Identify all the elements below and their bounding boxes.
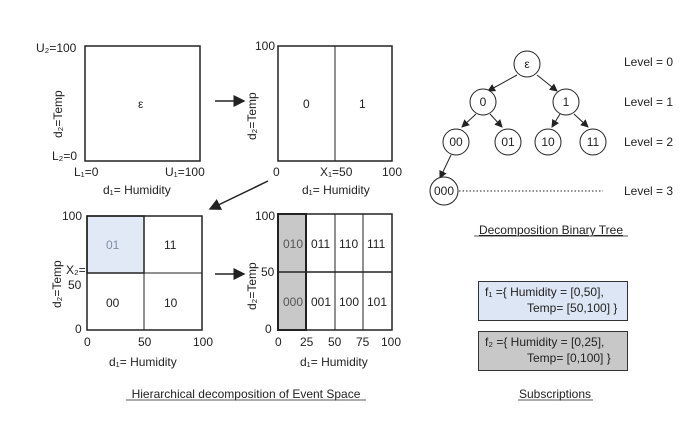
cell-11: 11 <box>164 238 177 252</box>
left-caption: Hierarchical decomposition of Event Spac… <box>132 387 361 401</box>
x-axis-label: d₁= Humidity <box>300 355 368 369</box>
x2-label: X₂= <box>66 263 86 277</box>
cell-0: 0 <box>303 97 310 111</box>
y-tick-50: 50 <box>68 278 82 292</box>
space-square <box>84 45 201 162</box>
cell-01-border <box>86 215 145 274</box>
tree-node-01 <box>494 128 522 156</box>
tree-node-0-label: 0 <box>480 95 487 109</box>
x-tick-100: 100 <box>382 165 402 179</box>
x-tick-50: 50 <box>328 335 342 349</box>
level-1-label: Level = 1 <box>624 95 673 109</box>
tree-node-11 <box>579 128 607 156</box>
tree-node-root <box>513 50 541 78</box>
x-tick-0: 0 <box>275 335 282 349</box>
f2-line2: Temp= [0,100] } <box>527 351 611 365</box>
tree-node-01-label: 01 <box>501 135 515 149</box>
l2-label: L₂=0 <box>52 149 77 163</box>
y-tick-0: 0 <box>265 322 272 336</box>
tree-caption: Decomposition Binary Tree <box>479 223 623 237</box>
tree-node-1-label: 1 <box>563 95 570 109</box>
x-tick-0: 0 <box>273 165 280 179</box>
tree-node-10-label: 10 <box>541 135 555 149</box>
tree-node-root-label: ε <box>524 57 530 71</box>
level-2-label: Level = 2 <box>624 135 673 149</box>
cell-00: 00 <box>106 296 120 310</box>
x-axis-label: d₁= Humidity <box>302 183 370 197</box>
cell-000: 000 <box>283 295 303 309</box>
tree-node-1 <box>552 88 580 116</box>
y-axis-label: d₂=Temp <box>245 92 259 140</box>
cell-011: 011 <box>311 237 330 251</box>
subscription-f2: f₂ ={ Humidity = [0,25], Temp= [0,100] } <box>478 331 628 371</box>
arrow-down-left <box>208 180 269 210</box>
cell-001: 001 <box>311 295 331 309</box>
y-tick-0: 0 <box>75 322 82 336</box>
cell-1: 1 <box>359 97 366 111</box>
x-axis-label: d₁= Humidity <box>109 355 177 369</box>
cell-010: 010 <box>283 237 303 251</box>
decomposition-tree <box>439 74 603 192</box>
x1-label: X₁=50 <box>320 165 353 179</box>
x-tick-50: 50 <box>138 335 152 349</box>
tree-node-000-label: 000 <box>434 184 454 198</box>
u2-label: U₂=100 <box>36 41 77 55</box>
panel-first-split: 100 0 1 0 X₁=50 100 d₁= Humidity d₂=Temp <box>245 39 402 197</box>
x-tick-0: 0 <box>84 335 91 349</box>
cell-10: 10 <box>164 296 178 310</box>
y-axis-label: d₂=Temp <box>245 262 259 310</box>
f1-line2: Temp= [50,100] } <box>527 301 618 315</box>
x-tick-25: 25 <box>300 335 314 349</box>
cell-111: 111 <box>367 237 386 251</box>
tree-node-00 <box>442 128 470 156</box>
cell-01: 01 <box>106 238 120 252</box>
cell-101: 101 <box>367 295 387 309</box>
subscription-f1: f₁ ={ Humidity = [0,50], Temp= [50,100] … <box>478 281 628 321</box>
y-tick-100: 100 <box>62 209 82 223</box>
epsilon-label: ε <box>138 97 144 111</box>
cell-110: 110 <box>339 237 358 251</box>
y-axis-label: d₂=Temp <box>51 90 65 138</box>
x-tick-100: 100 <box>193 335 213 349</box>
cell-01-highlight <box>87 216 144 273</box>
panel-event-space: U₂=100 ε L₂=0 L₁=0 U₁=100 d₁= Humidity d… <box>36 41 205 197</box>
y-tick-100: 100 <box>255 39 275 53</box>
panel-second-split: 100 X₂= 50 0 01 11 00 10 0 50 100 d₁= Hu… <box>50 209 213 369</box>
tree-node-10 <box>534 128 562 156</box>
y-axis-label: d₂=Temp <box>50 260 64 308</box>
l1-label: L₁=0 <box>74 165 99 179</box>
tree-node-0 <box>469 88 497 116</box>
level-0-label: Level = 0 <box>624 55 673 69</box>
tree-nodes: ε 0 1 00 01 10 11 000 <box>429 50 607 206</box>
f2-line1: f₂ ={ Humidity = [0,25], <box>485 335 605 349</box>
x-tick-100: 100 <box>381 335 401 349</box>
x-tick-75: 75 <box>356 335 370 349</box>
tree-node-11-label: 11 <box>587 135 600 149</box>
tree-node-00-label: 00 <box>449 135 463 149</box>
u1-label: U₁=100 <box>165 165 205 179</box>
y-tick-50: 50 <box>261 265 275 279</box>
y-tick-100: 100 <box>255 209 275 223</box>
cell-100: 100 <box>339 295 359 309</box>
level-3-label: Level = 3 <box>624 184 673 198</box>
tree-levels: Level = 0 Level = 1 Level = 2 Level = 3 <box>624 55 673 198</box>
x-axis-label: d₁= Humidity <box>103 183 171 197</box>
panel-third-split: 100 50 0 010 011 110 111 000 001 100 101… <box>245 209 401 369</box>
f1-line1: f₁ ={ Humidity = [0,50], <box>485 285 604 299</box>
tree-node-000 <box>429 176 459 206</box>
right-caption: Subscriptions <box>519 387 591 401</box>
